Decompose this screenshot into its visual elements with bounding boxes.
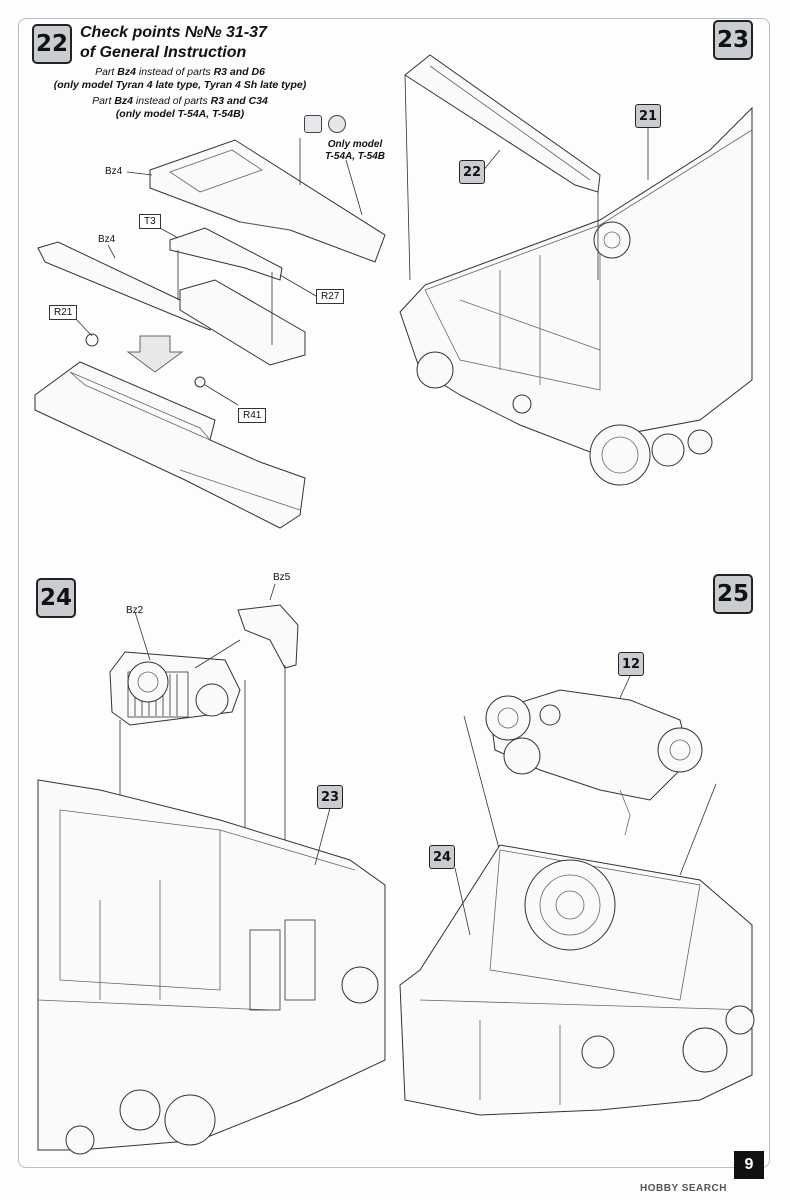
page-number-label: 9 — [744, 1156, 754, 1173]
note-2-mid: instead of parts — [133, 95, 211, 107]
step-22-drawing — [34, 138, 386, 529]
callout-22-label: 22 — [462, 164, 482, 180]
callout-23-label: 23 — [320, 789, 340, 805]
only-model-note: Only model T-54A, T-54B — [325, 139, 385, 163]
callout-12-label: 12 — [621, 656, 641, 672]
note-2-part: Bz4 — [114, 95, 134, 107]
label-t3: T3 — [139, 214, 161, 229]
callout-21-label: 21 — [638, 108, 658, 124]
note-2-line2: (only model T-54A, T-54B) — [115, 108, 245, 120]
step-23-number: 23 — [716, 27, 749, 53]
step-22-number: 22 — [35, 31, 68, 57]
note-1-parts: R3 and D6 — [213, 66, 265, 78]
callout-12: 12 — [618, 652, 644, 676]
label-r27: R27 — [316, 289, 345, 304]
watermark: HOBBY SEARCH — [640, 1183, 727, 1194]
label-bz2: Bz2 — [126, 605, 144, 616]
step-23-badge: 23 — [713, 20, 753, 60]
note-1-prefix: Part — [95, 66, 118, 78]
label-r21: R21 — [49, 305, 78, 320]
only-model-line2: T-54A, T-54B — [325, 151, 386, 162]
page-frame — [18, 18, 770, 1168]
callout-21: 21 — [635, 104, 661, 128]
callout-24: 24 — [429, 845, 455, 869]
step-22-notes: Part Bz4 instead of parts R3 and D6 (onl… — [30, 66, 330, 121]
step-25-number: 25 — [716, 581, 749, 607]
only-model-line1: Only model — [327, 139, 383, 150]
label-bz5: Bz5 — [273, 572, 291, 583]
step-24-badge: 24 — [36, 578, 76, 618]
model-icon-right — [328, 115, 346, 133]
note-2-parts: R3 and C34 — [210, 95, 268, 107]
note-1-line2: (only model Tyran 4 late type, Tyran 4 S… — [53, 79, 307, 91]
label-bz4-top: Bz4 — [105, 166, 123, 177]
step-22-title-line2: of General Instruction — [80, 44, 247, 61]
label-bz4-mid: Bz4 — [98, 234, 116, 245]
model-icon-left — [304, 115, 322, 133]
step-24-number: 24 — [39, 585, 72, 611]
note-1-mid: instead of parts — [135, 66, 214, 78]
step-25-badge: 25 — [713, 574, 753, 614]
note-1-line1: Part Bz4 instead of parts R3 and D6 — [30, 66, 330, 79]
step-22-heading: Check points №№ 31-37 of General Instruc… — [80, 23, 267, 63]
step-23-drawing — [399, 54, 753, 486]
note-2-line1: Part Bz4 instead of parts R3 and C34 — [30, 95, 330, 108]
step-22-badge: 22 — [32, 24, 72, 64]
step-22-title-line1: Check points №№ 31-37 — [80, 24, 267, 41]
callout-23: 23 — [317, 785, 343, 809]
callout-22: 22 — [459, 160, 485, 184]
callout-24-label: 24 — [432, 849, 452, 865]
label-r41: R41 — [238, 408, 267, 423]
page-number: 9 — [734, 1151, 764, 1179]
note-1-part: Bz4 — [117, 66, 136, 78]
note-2-prefix: Part — [92, 95, 115, 107]
